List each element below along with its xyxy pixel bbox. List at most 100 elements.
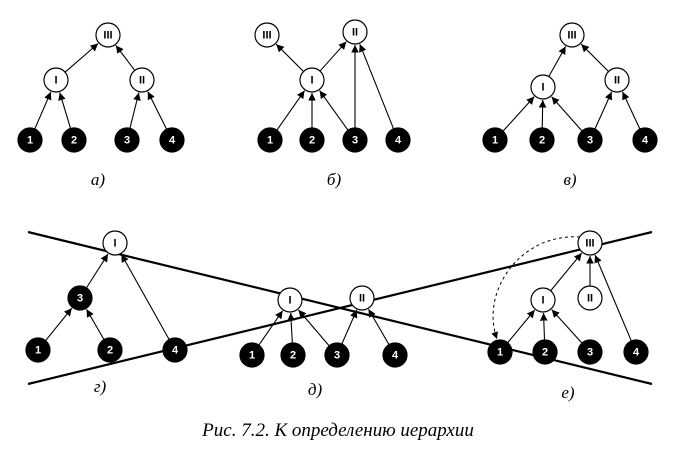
node-v-r2: II (604, 67, 630, 93)
node-circle (530, 74, 556, 100)
node-e-r1: I (530, 287, 556, 313)
node-circle (487, 339, 513, 365)
node-label: II (352, 27, 358, 39)
node-circle (95, 22, 121, 48)
node-label: III (103, 30, 112, 42)
node-circle (342, 127, 368, 153)
node-circle (129, 67, 155, 93)
node-v-n3: 3 (577, 127, 603, 153)
node-label: 4 (169, 135, 176, 147)
node-a-n1: 1 (17, 127, 43, 153)
node-circle (17, 127, 43, 153)
node-circle (382, 342, 408, 368)
node-label: I (541, 295, 544, 307)
node-label: I (113, 238, 116, 250)
node-label: 4 (172, 345, 179, 357)
edge-b-n4-r2 (359, 43, 395, 130)
edge-a-n3-r2 (129, 92, 141, 129)
node-label: III (262, 30, 271, 42)
node-label: II (614, 75, 620, 87)
node-circle (529, 127, 555, 153)
node-e-n1: 1 (487, 339, 513, 365)
cross-line-ascending (27, 230, 653, 386)
edge-g-n2-n3 (86, 308, 105, 340)
node-circle (342, 19, 368, 45)
node-circle (97, 337, 123, 363)
edge-b-r1-r2 (319, 41, 347, 72)
panel-label-d: д) (308, 380, 323, 399)
node-b-r2: II (342, 19, 368, 45)
node-circle (385, 127, 411, 153)
node-label: 4 (392, 350, 399, 362)
node-a-n3: 3 (114, 127, 140, 153)
node-circle (114, 127, 140, 153)
node-circle (604, 67, 630, 93)
node-b-n3: 3 (342, 127, 368, 153)
edge-a-n4-r2 (147, 91, 168, 130)
node-b-n2: 2 (299, 127, 325, 153)
node-g-r1: I (102, 230, 128, 256)
node-circle (324, 342, 350, 368)
node-circle (559, 22, 585, 48)
node-d-n4: 4 (382, 342, 408, 368)
node-label: 3 (352, 135, 358, 147)
node-e-r3: III (577, 230, 603, 256)
node-v-n1: 1 (482, 127, 508, 153)
node-g-n4: 4 (162, 337, 188, 363)
node-circle (623, 339, 649, 365)
node-circle (257, 127, 283, 153)
panel-labels: а)б)в)г)д)е) (91, 170, 577, 402)
node-label: 1 (27, 135, 33, 147)
edge-a-r1-r3 (64, 43, 99, 73)
node-circle (577, 127, 603, 153)
panel-label-e: е) (561, 383, 575, 402)
node-circle (482, 127, 508, 153)
node-label: 2 (539, 135, 545, 147)
node-circle (577, 230, 603, 256)
node-label: 4 (642, 135, 649, 147)
node-circle (43, 67, 69, 93)
edge-b-r1-r3 (275, 43, 304, 72)
node-circle (299, 67, 325, 93)
node-circle (577, 339, 603, 365)
edge-d-n3-r2 (341, 309, 358, 345)
node-label: 3 (124, 135, 130, 147)
node-circle (254, 22, 280, 48)
node-label: 4 (633, 347, 640, 359)
node-label: 1 (497, 347, 503, 359)
node-circle (162, 337, 188, 363)
node-label: 1 (492, 135, 498, 147)
edge-e-n2-r1 (539, 312, 548, 341)
edge-e-n1-r1 (507, 309, 536, 344)
panel-label-v: в) (563, 170, 576, 189)
node-circle (530, 287, 556, 313)
figure-caption: Рис. 7.2. К определению иерархии (202, 420, 474, 441)
node-v-n2: 2 (529, 127, 555, 153)
node-circle (349, 285, 375, 311)
edge-e-n3-r1 (551, 309, 583, 344)
node-circle (239, 342, 265, 368)
node-circle (102, 230, 128, 256)
edge-v-r2-r3 (580, 43, 609, 72)
edge-d-n4-r2 (368, 308, 390, 345)
edge-d-n1-r1 (258, 310, 284, 346)
panel-label-g: г) (94, 377, 107, 396)
node-label: 3 (587, 135, 593, 147)
panel-label-a: а) (91, 170, 106, 189)
node-circle (61, 127, 87, 153)
node-a-n4: 4 (159, 127, 185, 153)
node-label: 3 (587, 347, 593, 359)
node-label: 1 (249, 350, 255, 362)
edges-layer (34, 41, 641, 347)
node-b-r3: III (254, 22, 280, 48)
node-label: 2 (542, 347, 548, 359)
edge-v-n4-r2 (621, 91, 641, 130)
node-e-n3: 3 (577, 339, 603, 365)
node-g-n1: 1 (25, 337, 51, 363)
node-b-r1: I (299, 67, 325, 93)
edge-b-n3-r1 (319, 90, 349, 131)
node-label: 1 (35, 345, 41, 357)
node-circle (577, 285, 603, 311)
